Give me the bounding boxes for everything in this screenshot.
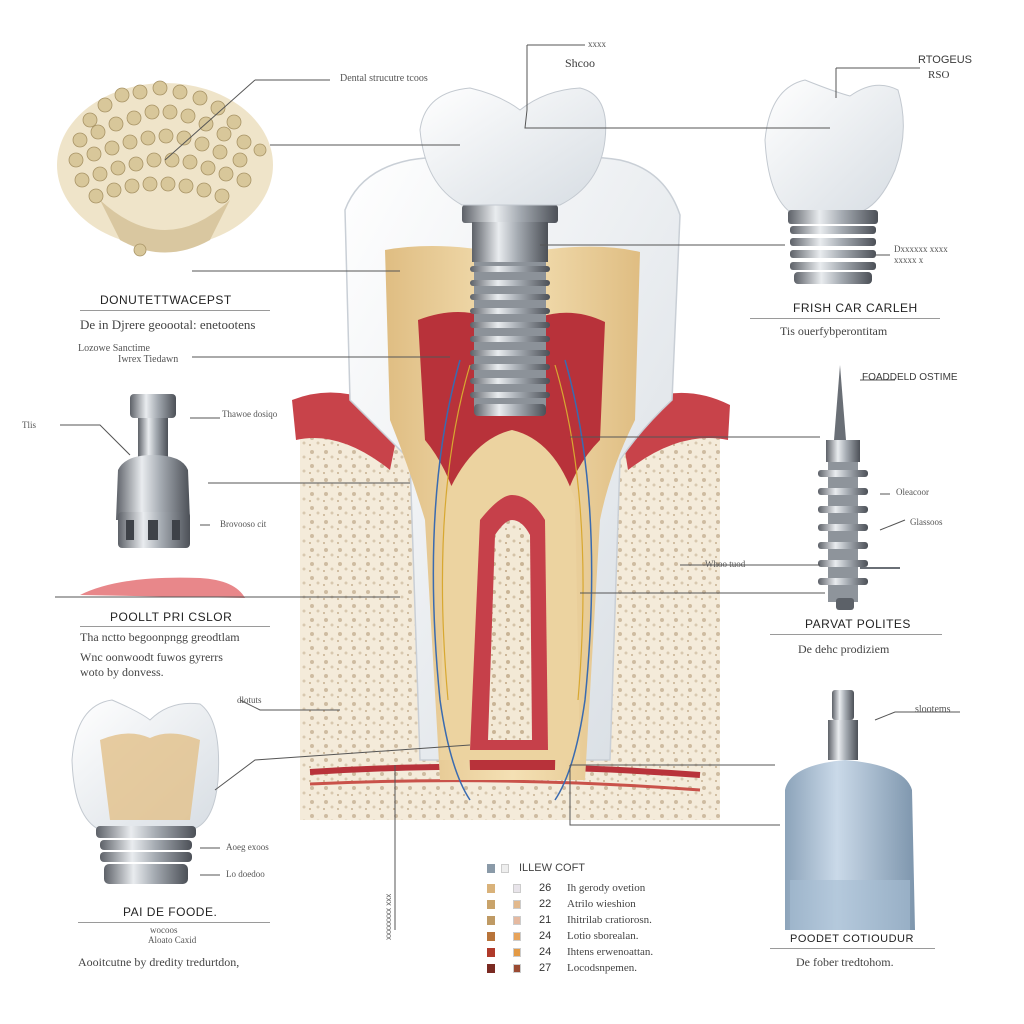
panel-4-title: PARVAT POLITES bbox=[805, 617, 911, 631]
legend-row: 24 Lotio sborealan. bbox=[487, 930, 687, 944]
legend-swatch-secondary bbox=[513, 916, 521, 925]
legend-number: 21 bbox=[539, 914, 552, 926]
label-left-bottom-c: Lo doedoo bbox=[226, 869, 265, 879]
label-left-abutment-b: Thawoe dosiqo bbox=[222, 409, 278, 419]
label-top-right-sub: RSO bbox=[928, 69, 950, 81]
legend-swatch-primary bbox=[487, 900, 495, 909]
legend-swatch-secondary bbox=[513, 884, 521, 893]
panel-2-caption: Tis ouerfybperontitam bbox=[780, 324, 888, 338]
panel-6-title: POODET COTIOUDUR bbox=[790, 933, 914, 945]
center-crown bbox=[419, 87, 607, 206]
legend-swatch-primary bbox=[487, 964, 495, 973]
label-top-right: RTOGEUS bbox=[918, 54, 972, 66]
implant-collar bbox=[462, 205, 558, 223]
label-left-upper-callout-2: Iwrex Tiedawn bbox=[118, 354, 179, 365]
label-right-mid-small2: xxxxx x bbox=[894, 255, 924, 265]
legend-number: 27 bbox=[539, 962, 552, 974]
panel-6-rule bbox=[770, 948, 935, 949]
label-left-upper-callout-1: Lozowe Sanctime bbox=[78, 343, 150, 354]
glass-cylinder-illustration bbox=[785, 690, 915, 930]
panel-3-title: POOLLT PRI CSLOR bbox=[110, 610, 233, 624]
panel-3-caption-2: Wnc oonwoodt fuwos gyrerrs bbox=[80, 650, 223, 664]
legend-row: 22 Atrilo wieshion bbox=[487, 898, 687, 912]
legend-text: Atrilo wieshion bbox=[567, 898, 636, 910]
panel-5-caption: Aooitcutne by dredity tredurtdon, bbox=[78, 955, 240, 969]
label-top-center: Shcoo bbox=[565, 56, 595, 70]
crown-abutment-illustration bbox=[764, 79, 904, 284]
abutment-illustration bbox=[116, 394, 190, 548]
legend-row: 26 Ih gerody ovetion bbox=[487, 882, 687, 896]
leader-lines bbox=[55, 44, 960, 930]
screw-post-illustration bbox=[818, 365, 900, 610]
legend-text: Locodsnpemen. bbox=[567, 962, 637, 974]
label-left-bottom-d: Aloato Caxid bbox=[148, 935, 197, 945]
label-right-mid-small: Dxxxxxx xxxx bbox=[894, 244, 948, 254]
legend-text: Ih gerody ovetion bbox=[567, 882, 646, 894]
panel-5-caption-2: wocoos bbox=[150, 925, 178, 935]
bone-graft-illustration bbox=[57, 80, 273, 257]
legend-header: ILLEW COFT bbox=[487, 862, 687, 876]
gum-fragment bbox=[80, 577, 245, 598]
legend-title: ILLEW COFT bbox=[519, 862, 586, 874]
label-left-abutment-a: Tlis bbox=[22, 420, 37, 430]
panel-4-caption: De dehc prodiziem bbox=[798, 642, 890, 656]
legend-swatch-secondary bbox=[513, 900, 521, 909]
legend-swatch-primary bbox=[487, 948, 495, 957]
panel-2-rule bbox=[750, 318, 940, 319]
label-right-post-a: Oleacoor bbox=[896, 487, 929, 497]
panel-5-title: PAI DE FOODE. bbox=[123, 905, 218, 919]
label-top-center-small: xxxx bbox=[588, 39, 606, 49]
legend-swatch-secondary bbox=[513, 964, 521, 973]
label-left-bottom-a: dlotuts bbox=[237, 695, 262, 705]
implant-threads bbox=[470, 262, 550, 416]
legend-number: 24 bbox=[539, 930, 552, 942]
legend-swatch-secondary bbox=[513, 948, 521, 957]
label-vertical: xxxxxxxx xxx bbox=[384, 893, 393, 940]
legend-row: 21 Ihitrilab cratiorosn. bbox=[487, 914, 687, 928]
panel-3-caption-1: Tha nctto begoonpngg greodtlam bbox=[80, 630, 240, 644]
panel-1-title: DONUTETTWACEPST bbox=[100, 293, 232, 307]
panel-2-title: FRISH CAR CARLEH bbox=[793, 301, 918, 315]
legend-row: 24 Ihtens erwenoattan. bbox=[487, 946, 687, 960]
panel-6-caption: De fober tredtohom. bbox=[796, 955, 894, 969]
legend-header-swatch bbox=[487, 864, 495, 873]
legend-number: 26 bbox=[539, 882, 552, 894]
legend-swatch-secondary bbox=[513, 932, 521, 941]
label-right-post-b: Glassoos bbox=[910, 517, 943, 527]
panel-4-rule bbox=[770, 634, 942, 635]
panel-3-caption-3: woto by donvess. bbox=[80, 665, 164, 679]
label-right-post-c: Whoo tuod bbox=[705, 559, 746, 569]
legend-text: Ihitrilab cratiorosn. bbox=[567, 914, 652, 926]
legend-row: 27 Locodsnpemen. bbox=[487, 962, 687, 976]
label-right-post-title: FOADDELD OSTIME bbox=[862, 372, 958, 383]
label-left-abutment-c: Brovooso cit bbox=[220, 519, 267, 529]
panel-3-rule bbox=[80, 626, 270, 627]
legend-swatch-primary bbox=[487, 932, 495, 941]
legend-number: 22 bbox=[539, 898, 552, 910]
label-left-bottom-b: Aoeg exoos bbox=[226, 842, 269, 852]
legend-text: Ihtens erwenoattan. bbox=[567, 946, 654, 958]
panel-5-rule bbox=[78, 922, 270, 923]
legend-swatch-primary bbox=[487, 884, 495, 893]
label-right-bottom-a: slootems bbox=[915, 704, 951, 715]
panel-1-rule bbox=[80, 310, 270, 311]
legend-text: Lotio sborealan. bbox=[567, 930, 639, 942]
panel-1-caption: De in Djrere geoootal: enetootens bbox=[80, 317, 256, 332]
legend-number: 24 bbox=[539, 946, 552, 958]
label-top-left-callout: Dental strucutre tcoos bbox=[340, 73, 428, 84]
bottom-crown-illustration bbox=[71, 699, 220, 884]
legend-swatch-primary bbox=[487, 916, 495, 925]
